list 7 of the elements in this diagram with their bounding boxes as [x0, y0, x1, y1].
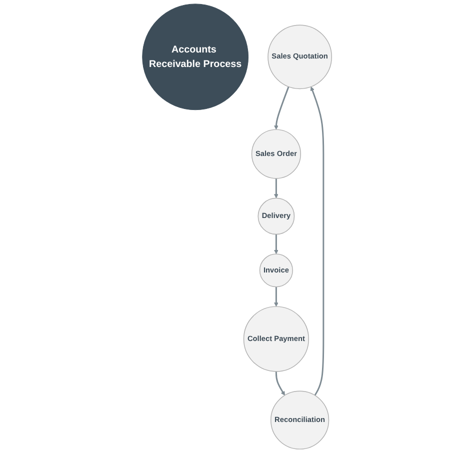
- arrow: [274, 234, 278, 254]
- arrow: [275, 371, 285, 396]
- arrow: [310, 86, 324, 396]
- arrow: [274, 286, 278, 307]
- arrow: [274, 86, 290, 130]
- arrow: [274, 178, 278, 198]
- node-circle: Accounts Receivable Process: [142, 4, 249, 110]
